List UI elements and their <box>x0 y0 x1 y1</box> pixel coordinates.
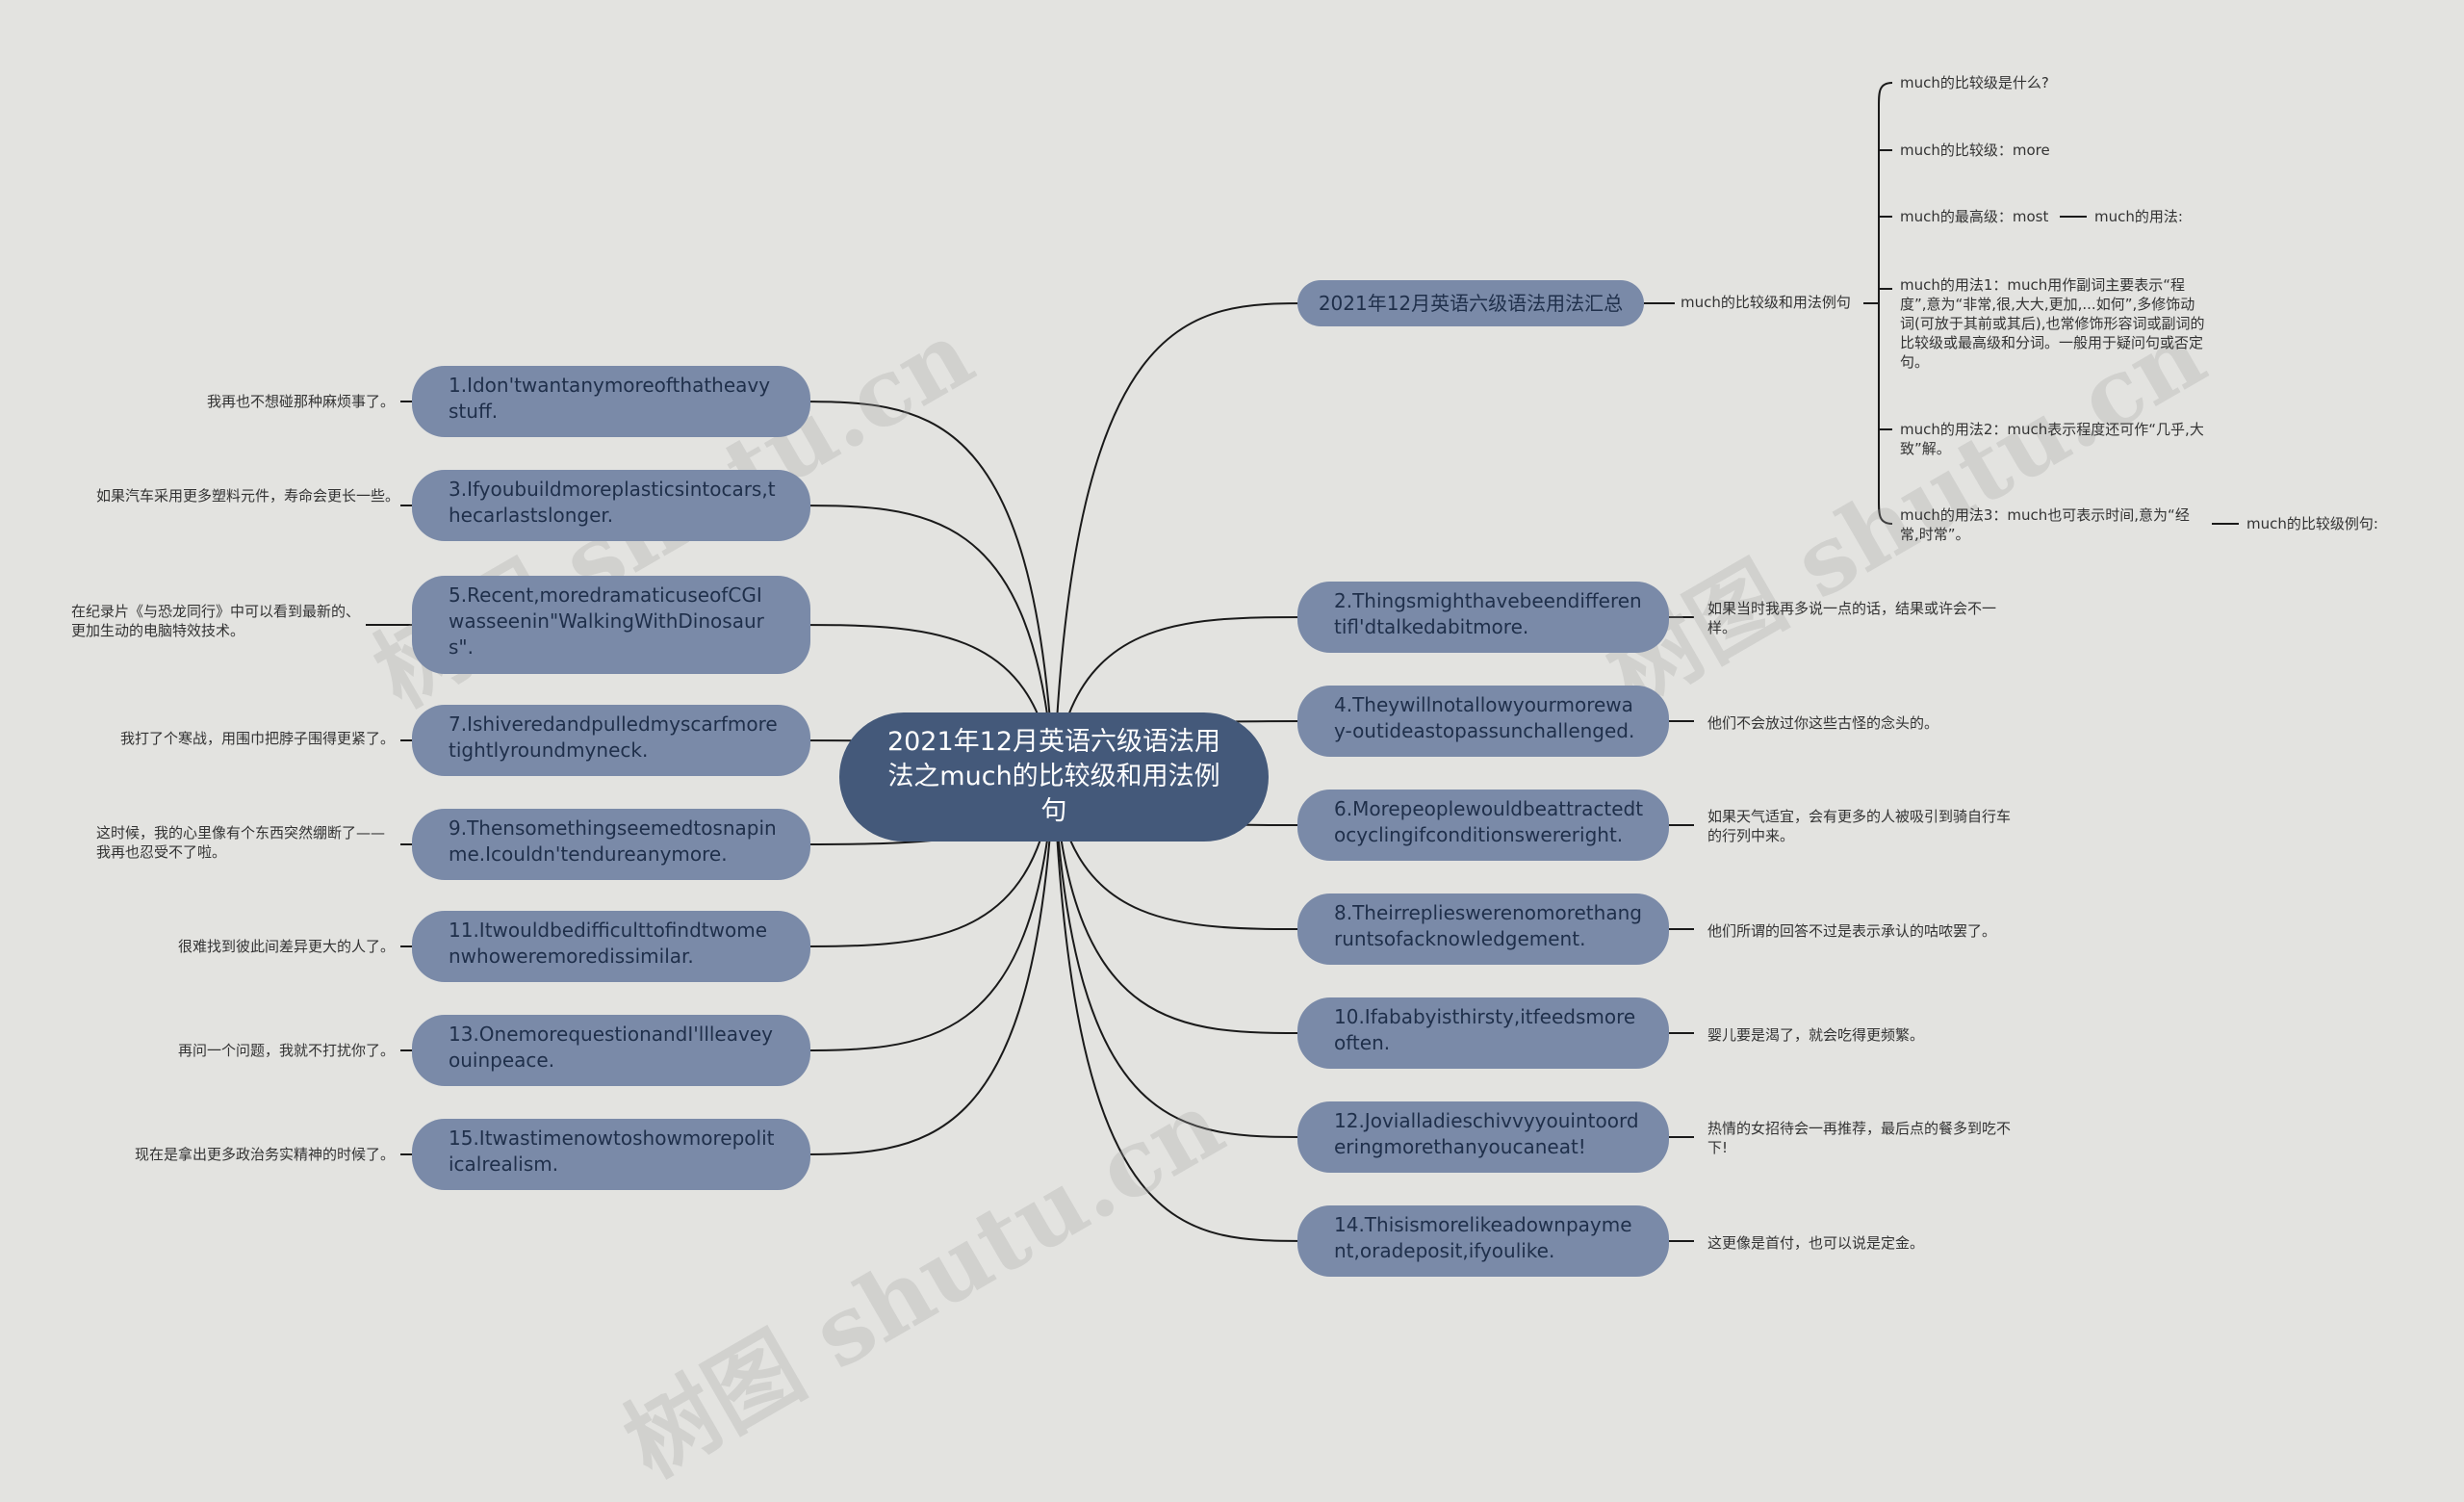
connector-line <box>1878 82 1893 525</box>
translation-15: 现在是拿出更多政治务实精神的时候了。 <box>134 1146 395 1163</box>
sentence-text: 6.Morepeoplewouldbeattractedtocyclingifc… <box>1334 797 1644 846</box>
translation-8: 他们所谓的回答不过是表示承认的咕哝罢了。 <box>1707 922 1997 940</box>
sentence-text: 12.Jovialladieschivvyyouintoorderingmore… <box>1334 1109 1639 1158</box>
root-label: 2021年12月英语六级语法用法之much的比较级和用法例句 <box>886 727 1221 826</box>
connector-line <box>1053 302 1310 778</box>
connector-line <box>1053 776 1308 1138</box>
branch-item: much的比较级是什么? <box>1900 74 2049 91</box>
branch-item-child: much的用法: <box>2094 208 2183 225</box>
connector-line <box>790 776 1055 1051</box>
sentence-node-6[interactable]: 6.Morepeoplewouldbeattractedtocyclingifc… <box>1297 790 1669 861</box>
translation-13: 再问一个问题，我就不打扰你了。 <box>177 1042 395 1059</box>
translation-2: 如果当时我再多说一点的话，结果或许会不一样。 <box>1707 600 1997 636</box>
translation-1: 我再也不想碰那种麻烦事了。 <box>206 393 395 410</box>
translation-10: 婴儿要是渴了，就会吃得更频繁。 <box>1707 1026 1925 1044</box>
connector-lines <box>366 82 2239 1242</box>
branch-item: much的用法2：much表示程度还可作“几乎,大致”解。 <box>1900 421 2204 457</box>
branch-child-label: much的比较级和用法例句 <box>1681 294 1851 311</box>
connector-line <box>1053 776 1308 1242</box>
translation-11: 很难找到彼此间差异更大的人了。 <box>177 938 395 955</box>
sentence-node-10[interactable]: 10.Ifababyisthirsty,itfeedsmoreoften. <box>1297 997 1669 1069</box>
translation-7: 我打了个寒战，用围巾把脖子围得更紧了。 <box>119 730 395 747</box>
sentence-node-15[interactable]: 15.Itwastimenowtoshowmorepoliticalrealis… <box>412 1119 810 1190</box>
translation-9: 这时候，我的心里像有个东西突然绷断了——我再也忍受不了啦。 <box>96 824 386 861</box>
connector-line <box>790 401 1055 778</box>
sentence-text: 8.Theirreplieswerenomorethangruntsofackn… <box>1334 901 1642 950</box>
sentence-text: 5.Recent,moredramaticuseofCGIwasseenin"W… <box>449 583 764 659</box>
translation-3: 如果汽车采用更多塑料元件，寿命会更长一些。 <box>96 487 400 505</box>
root-node[interactable]: 2021年12月英语六级语法用法之much的比较级和用法例句 <box>839 712 1269 842</box>
sentence-node-5[interactable]: 5.Recent,moredramaticuseofCGIwasseenin"W… <box>412 576 810 674</box>
sentence-text: 15.Itwastimenowtoshowmorepoliticalrealis… <box>449 1126 775 1176</box>
translation-6: 如果天气适宜，会有更多的人被吸引到骑自行车的行列中来。 <box>1707 808 2012 844</box>
sentence-text: 2.Thingsmighthavebeendifferentifl'dtalke… <box>1334 589 1642 638</box>
summary-branch-node[interactable]: 2021年12月英语六级语法用法汇总 <box>1297 280 1644 326</box>
translation-14: 这更像是首付，也可以说是定金。 <box>1707 1234 1925 1252</box>
branch-item: much的比较级：more <box>1900 142 2050 159</box>
sentence-node-13[interactable]: 13.OnemorequestionandI'llleaveyouinpeace… <box>412 1015 810 1086</box>
sentence-node-2[interactable]: 2.Thingsmighthavebeendifferentifl'dtalke… <box>1297 582 1669 653</box>
sentence-node-14[interactable]: 14.Thisismorelikeadownpayment,oradeposit… <box>1297 1205 1669 1277</box>
branch-item: much的用法3：much也可表示时间,意为“经常,时常”。 <box>1900 506 2190 543</box>
sentence-text: 10.Ifababyisthirsty,itfeedsmoreoften. <box>1334 1005 1636 1054</box>
translation-12: 热情的女招待会一再推荐，最后点的餐多到吃不下! <box>1707 1120 2012 1156</box>
mind-map: 树图 shutu.cn 树图 shutu.cn 树图 shutu.cn 2021… <box>71 74 2378 1498</box>
sentence-node-7[interactable]: 7.Ishiveredandpulledmyscarfmoretightlyro… <box>412 705 810 776</box>
sentence-node-8[interactable]: 8.Theirreplieswerenomorethangruntsofackn… <box>1297 893 1669 965</box>
sentence-text: 11.Itwouldbedifficulttofindtwomenwhowere… <box>449 919 767 968</box>
sentence-text: 3.Ifyoubuildmoreplasticsintocars,thecarl… <box>449 478 776 527</box>
sentence-text: 7.Ishiveredandpulledmyscarfmoretightlyro… <box>449 712 778 762</box>
branch-item: much的最高级：most <box>1900 208 2049 225</box>
sentence-node-9[interactable]: 9.Thensomethingseemedtosnapinme.Icouldn'… <box>412 809 810 880</box>
connector-line <box>790 505 1055 778</box>
sentence-text: 4.Theywillnotallowyourmoreway-outideasto… <box>1334 693 1635 742</box>
sentence-node-3[interactable]: 3.Ifyoubuildmoreplasticsintocars,thecarl… <box>412 470 810 541</box>
summary-branch-label: 2021年12月英语六级语法用法汇总 <box>1318 292 1624 315</box>
connector-line <box>1053 776 1308 1034</box>
sentence-text: 1.Idon'twantanymoreofthatheavystuff. <box>449 374 771 423</box>
branch-item-child: much的比较级例句: <box>2246 515 2378 532</box>
branch-item: much的用法1：much用作副词主要表示“程度”,意为“非常,很,大大,更加,… <box>1900 276 2205 371</box>
sentence-node-12[interactable]: 12.Jovialladieschivvyyouintoorderingmore… <box>1297 1101 1669 1173</box>
translation-5: 在纪录片《与恐龙同行》中可以看到最新的、更加生动的电脑特效技术。 <box>71 603 361 639</box>
sentence-node-4[interactable]: 4.Theywillnotallowyourmoreway-outideasto… <box>1297 686 1669 757</box>
sentence-text: 9.Thensomethingseemedtosnapinme.Icouldn'… <box>449 816 777 866</box>
sentence-text: 14.Thisismorelikeadownpayment,oradeposit… <box>1334 1213 1632 1262</box>
sentence-node-11[interactable]: 11.Itwouldbedifficulttofindtwomenwhowere… <box>412 911 810 982</box>
connector-line <box>790 776 1055 1155</box>
sentence-text: 13.OnemorequestionandI'llleaveyouinpeace… <box>449 1023 773 1072</box>
translation-4: 他们不会放过你这些古怪的念头的。 <box>1707 714 1939 732</box>
sentence-node-1[interactable]: 1.Idon'twantanymoreofthatheavystuff. <box>412 366 810 437</box>
